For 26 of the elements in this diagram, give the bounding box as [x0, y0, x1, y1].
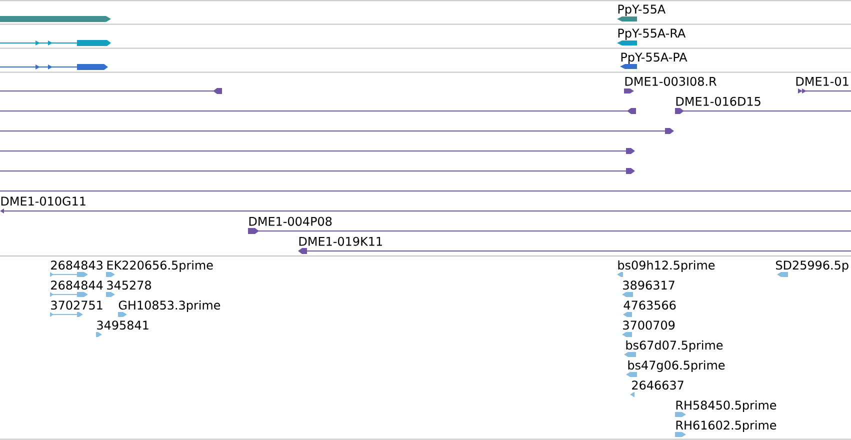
feature-label: PpY-55A-RA: [618, 28, 686, 40]
feature-label: 3896317: [623, 280, 674, 290]
feature-label: 2684843: [51, 260, 102, 270]
feature-label: PpY-55A: [618, 4, 666, 16]
feature-label: bs09h12.5prime: [618, 260, 715, 272]
feature-label: 3702751: [51, 300, 102, 310]
feature-label: SD25996.5p: [776, 260, 848, 272]
feature-label: DME1-019K11: [299, 236, 382, 246]
feature-label: RH61602.5prime: [676, 420, 776, 432]
feature-label: PpY-55A-PA: [621, 52, 688, 64]
feature-label: DME1-004P08: [249, 216, 332, 226]
feature-label: RH58450.5prime: [676, 400, 776, 412]
feature-label: 2646637: [632, 380, 684, 390]
feature-label: 3495841: [97, 320, 148, 330]
feature-label: 345278: [107, 280, 151, 290]
feature-label: DME1-010G11: [1, 196, 86, 206]
feature-label: 4763566: [624, 300, 676, 310]
feature-label: DME1-01: [796, 76, 848, 86]
feature-label: bs67d07.5prime: [626, 340, 723, 352]
feature-label: GH10853.3prime: [118, 300, 220, 312]
feature-label: DME1-016D15: [676, 96, 760, 106]
feature-label: 2684844: [51, 280, 103, 290]
feature-label: EK220656.5prime: [107, 260, 213, 272]
feature-label: DME1-003I08.R: [625, 76, 717, 86]
feature-label: bs47g06.5prime: [628, 360, 725, 372]
feature-label: 3700709: [623, 320, 675, 330]
